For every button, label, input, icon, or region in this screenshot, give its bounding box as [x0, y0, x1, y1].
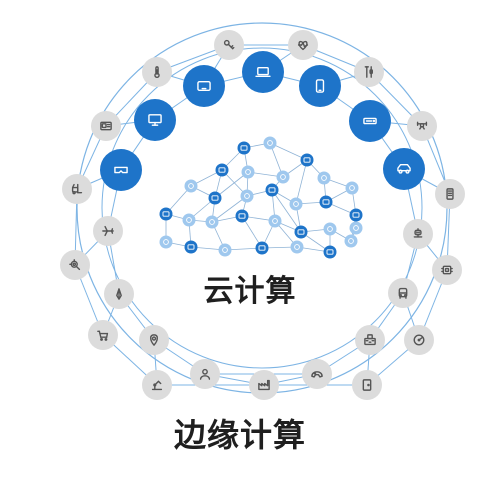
- cloud-node: [241, 165, 255, 179]
- ring-links: [74, 44, 451, 386]
- heartbeat-icon: [288, 30, 318, 60]
- cloud-network: [159, 136, 363, 259]
- building-icon: [355, 325, 385, 355]
- cloud-node: [215, 163, 229, 177]
- cloud-node: [208, 191, 222, 205]
- cloud-node: [237, 141, 251, 155]
- cloud-node: [159, 235, 173, 249]
- thermometer-icon: [142, 57, 172, 87]
- cloud-node: [349, 221, 363, 235]
- cloud-node: [323, 245, 337, 259]
- cart-icon: [88, 320, 118, 350]
- cloud-node: [265, 183, 279, 197]
- cloud-link: [271, 189, 302, 233]
- cloud-node: [317, 171, 331, 185]
- laptop-icon: [242, 51, 284, 93]
- factory-icon: [249, 370, 279, 400]
- robot-arm-icon: [142, 370, 172, 400]
- panel-icon: [435, 179, 465, 209]
- cloud-node: [182, 213, 196, 227]
- edge-computing-label: 边缘计算: [173, 416, 306, 454]
- cloud-node: [255, 241, 269, 255]
- person-icon: [190, 359, 220, 389]
- cloud-node: [300, 153, 314, 167]
- desktop-icon: [134, 99, 176, 141]
- drone-icon: [407, 111, 437, 141]
- cloud-link: [211, 195, 248, 223]
- id-card-icon: [91, 111, 121, 141]
- gauge-icon: [404, 325, 434, 355]
- cloud-node: [263, 136, 277, 150]
- cloud-link: [269, 142, 308, 161]
- device-nodes: [60, 30, 465, 400]
- cloud-node: [349, 208, 363, 222]
- map-pin-icon: [139, 325, 169, 355]
- cloud-link: [295, 159, 308, 205]
- spike-icon: [104, 279, 134, 309]
- smartphone-icon: [299, 65, 341, 107]
- cloud-node: [159, 207, 173, 221]
- cloud-node: [268, 214, 282, 228]
- server-icon: [349, 100, 391, 142]
- cloud-node: [276, 170, 290, 184]
- airplane-icon: [93, 216, 123, 246]
- car-icon: [383, 148, 425, 190]
- chip-icon: [432, 255, 462, 285]
- cloud-node: [290, 240, 304, 254]
- cloud-node: [323, 222, 337, 236]
- door-icon: [352, 370, 382, 400]
- inner-ring: [101, 47, 423, 369]
- key-icon: [214, 30, 244, 60]
- cloud-node: [344, 234, 358, 248]
- tools-icon: [354, 57, 384, 87]
- cloud-node: [345, 181, 359, 195]
- bus-icon: [388, 278, 418, 308]
- cloud-node: [184, 240, 198, 254]
- cloud-node: [319, 195, 333, 209]
- cloud-node: [218, 243, 232, 257]
- gear-search-icon: [60, 250, 90, 280]
- tablet-icon: [183, 65, 225, 107]
- gamepad-icon: [302, 359, 332, 389]
- cloud-node: [289, 197, 303, 211]
- cloud-node: [184, 179, 198, 193]
- cloud-node: [294, 225, 308, 239]
- cloud-link: [214, 171, 249, 199]
- cloud-node: [235, 209, 249, 223]
- cloud-node: [205, 215, 219, 229]
- cloud-computing-label: 云计算: [203, 274, 297, 309]
- robot-icon: [403, 219, 433, 249]
- vr-headset-icon: [100, 149, 142, 191]
- forklift-icon: [62, 174, 92, 204]
- cloud-node: [240, 189, 254, 203]
